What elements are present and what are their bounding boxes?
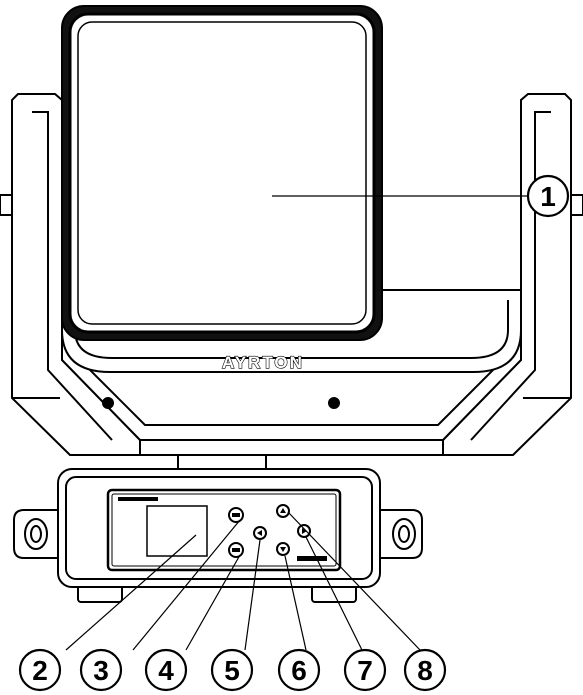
up-arrow-icon <box>280 508 286 513</box>
enter-icon <box>232 513 240 517</box>
callout-1-circle <box>526 174 570 218</box>
callout-8-circle <box>403 648 447 692</box>
screw-right <box>328 397 340 409</box>
left-arrow-icon <box>257 530 262 536</box>
leader-8 <box>287 511 421 651</box>
callout-7: 7 <box>357 655 373 686</box>
display-screen <box>146 505 208 557</box>
callout-2: 2 <box>32 655 48 686</box>
callout-8: 8 <box>417 655 433 686</box>
callouts <box>18 174 570 692</box>
leader-3 <box>132 519 241 651</box>
brand-label: AYRTON <box>222 353 304 372</box>
callout-3: 3 <box>93 655 109 686</box>
callout-2-circle <box>18 648 62 692</box>
right-arrow-icon <box>302 528 307 534</box>
base <box>13 468 423 603</box>
callout-4: 4 <box>158 655 174 686</box>
neck <box>177 454 267 470</box>
panel-logo-mark <box>297 556 327 561</box>
callout-3-circle <box>79 648 123 692</box>
yoke-left-arm <box>11 93 141 456</box>
leader-7 <box>305 536 363 651</box>
callout-5: 5 <box>224 655 240 686</box>
leader-6 <box>284 555 307 651</box>
callout-numbers: 1 2 3 4 5 6 7 8 <box>32 181 556 686</box>
callout-1: 1 <box>540 181 556 212</box>
panel-label-strip <box>118 497 158 501</box>
callout-7-circle <box>343 648 387 692</box>
callout-4-circle <box>144 648 188 692</box>
menu-icon <box>232 548 240 552</box>
front-face <box>61 5 383 341</box>
callout-6-circle <box>277 648 321 692</box>
down-arrow-icon <box>280 547 286 552</box>
screw-left <box>102 397 114 409</box>
leader-lines <box>65 195 528 651</box>
callout-5-circle <box>210 648 254 692</box>
leader-4 <box>185 554 241 651</box>
leader-5 <box>244 539 261 651</box>
leader-2 <box>65 534 197 651</box>
callout-6: 6 <box>291 655 307 686</box>
